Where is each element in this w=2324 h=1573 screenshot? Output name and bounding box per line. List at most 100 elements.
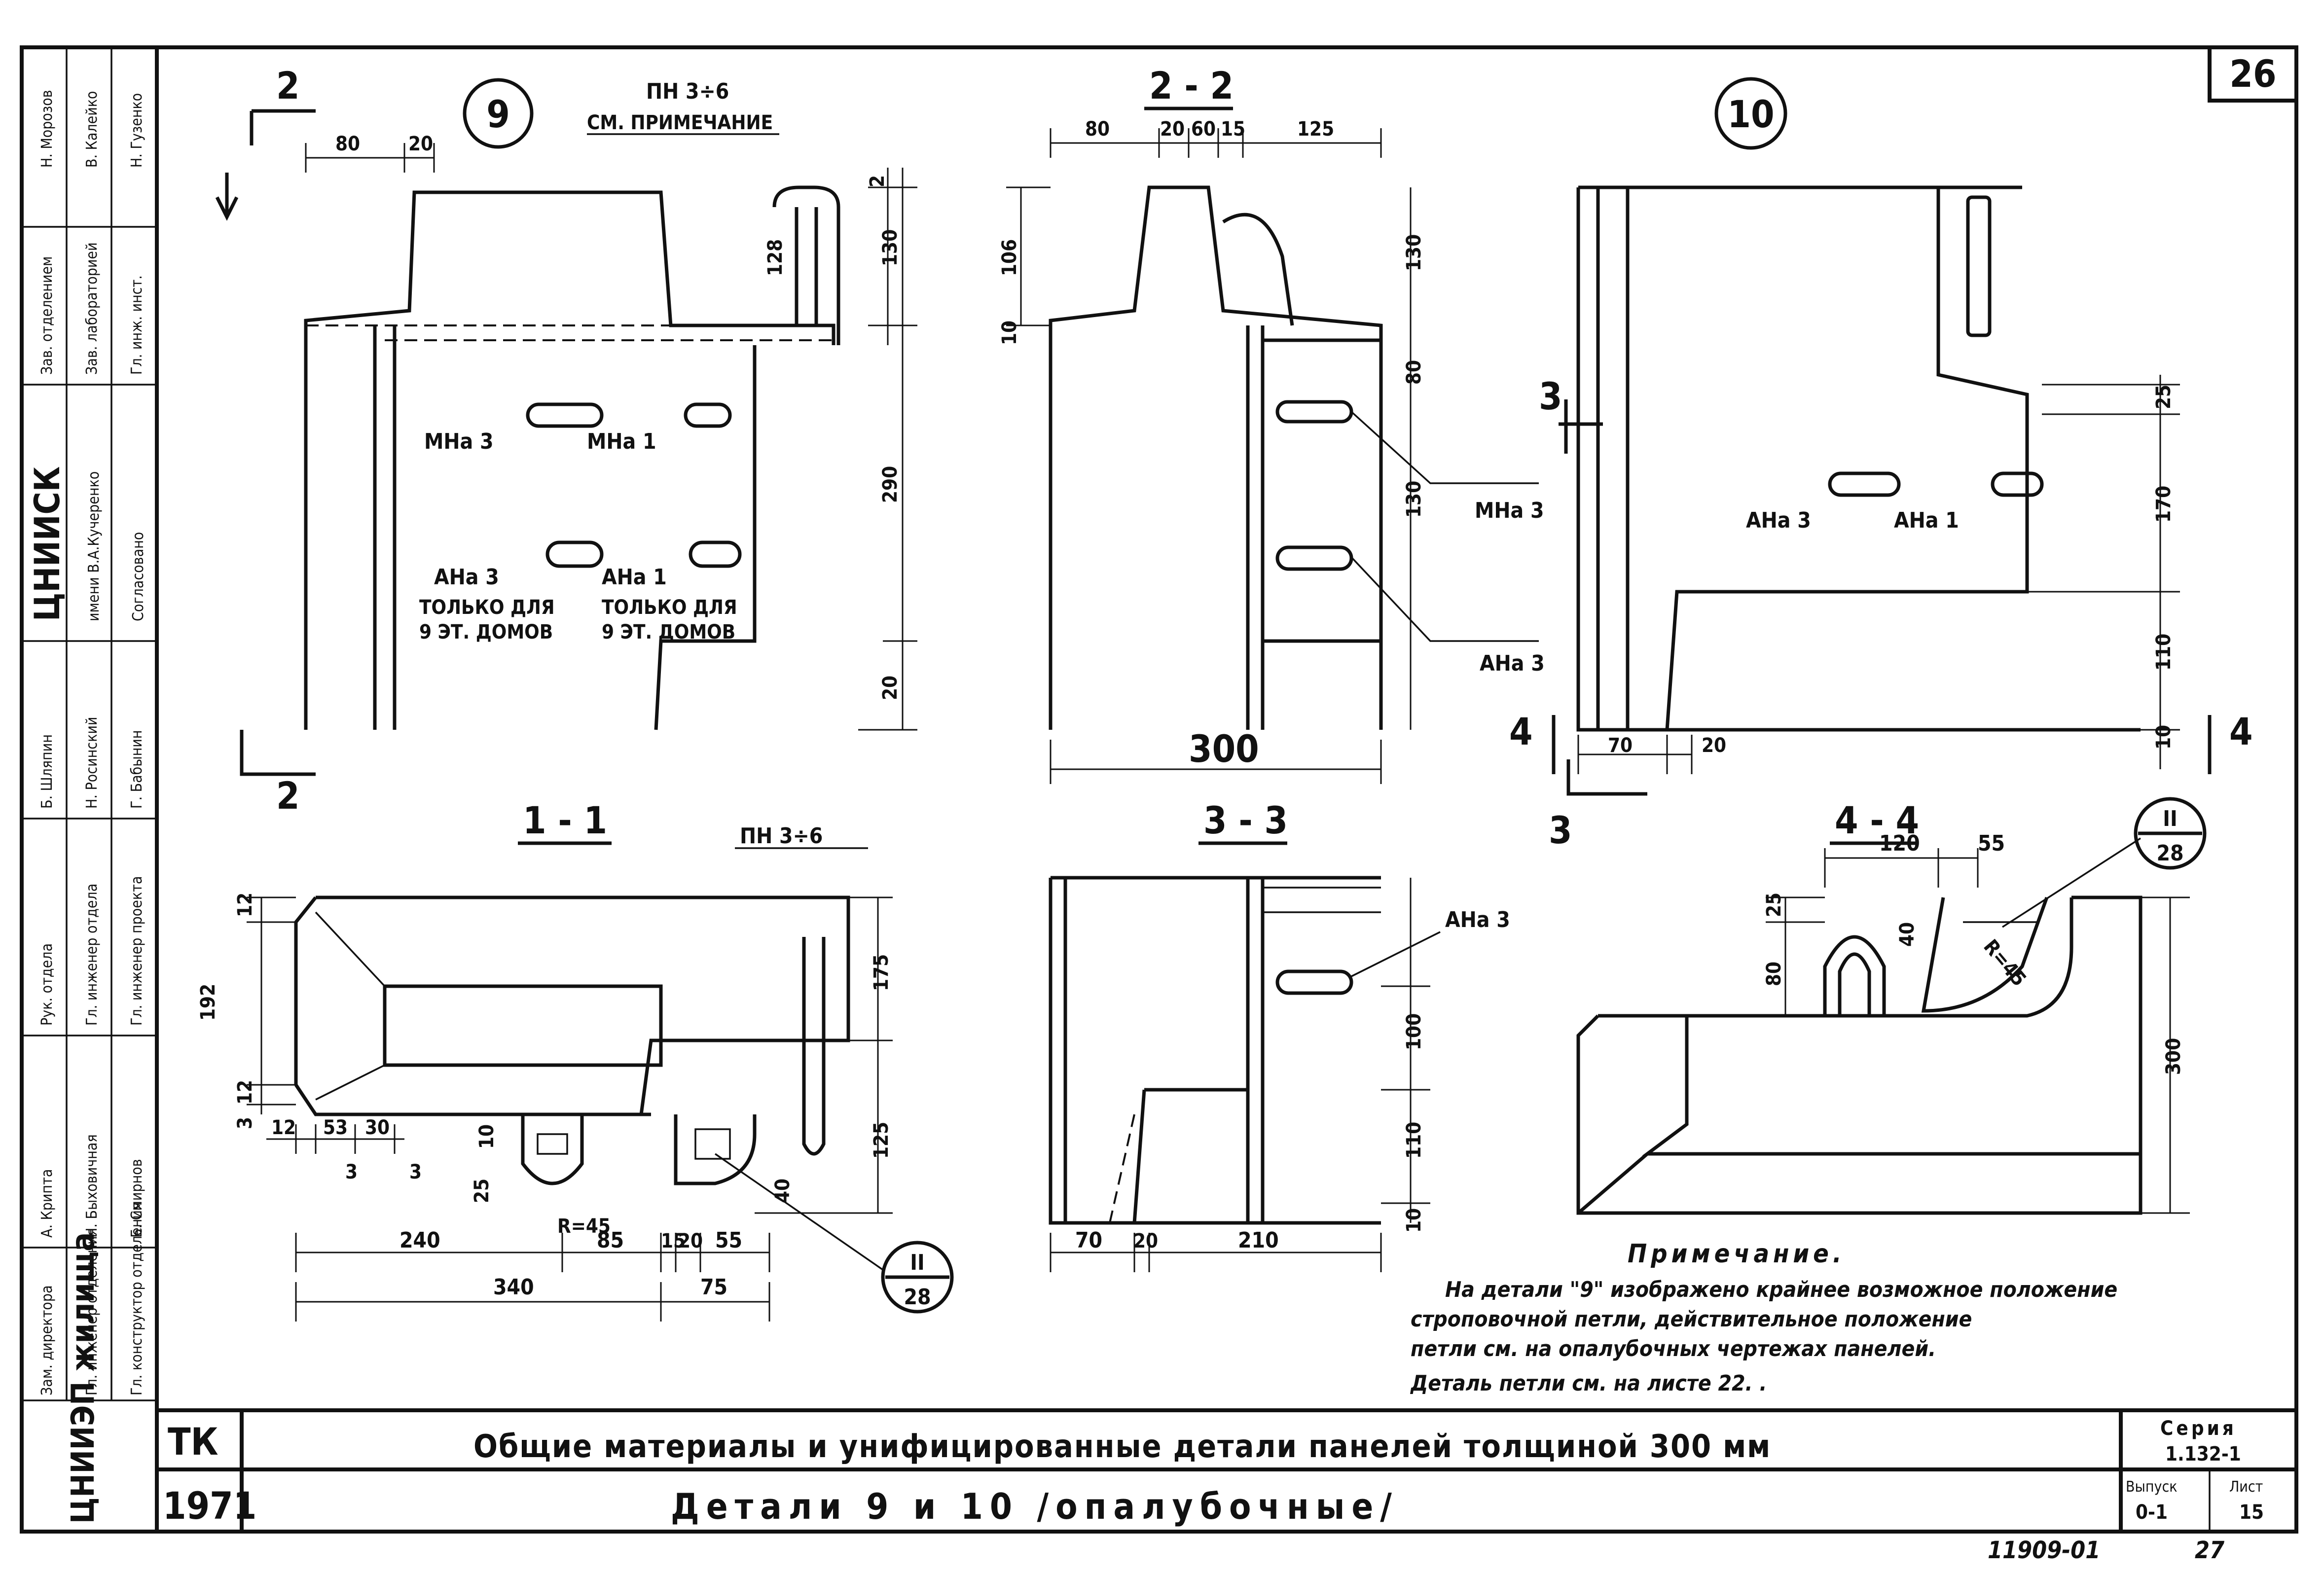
section-22-dim-130b: 130: [1403, 481, 1425, 518]
note-line-4: Деталь петли см. на листе 22. .: [1410, 1371, 1767, 1396]
stamp-name-2: В. Калейко: [83, 91, 101, 168]
stamp-role-4: Рук. отдела: [38, 943, 56, 1026]
detail-9-only-1b: ТОЛЬКО ДЛЯ: [602, 596, 737, 619]
detail-9-dim-130: 130: [879, 229, 902, 266]
title-tk: ТК: [168, 1420, 218, 1464]
section-11-dim-192: 192: [197, 984, 219, 1021]
section-44-dim-25: 25: [1763, 893, 1785, 917]
stamp-name-7: А. Крипта: [38, 1169, 56, 1238]
stamp-institute-sub: имени В.А.Кучеренко: [85, 471, 103, 621]
section-44-dim-40: 40: [1896, 922, 1919, 947]
title-line-2: Детали 9 и 10 /опалубочные/: [671, 1486, 1399, 1527]
detail-10-dim-20: 20: [1702, 734, 1726, 757]
section-11-dim-85: 85: [597, 1228, 624, 1253]
section-33-dim-210: 210: [1238, 1228, 1279, 1253]
section-11-dim-53: 53: [323, 1116, 348, 1139]
detail-9-dim-128: 128: [764, 239, 787, 276]
title-issue-label: Выпуск: [2126, 1478, 2178, 1496]
detail-9-mna1: МНа 1: [587, 429, 656, 454]
section-33-dim-70: 70: [1075, 1228, 1102, 1253]
stamp-role-5: Гл. инженер отдела: [83, 884, 101, 1026]
section-22-dim-60: 60: [1191, 118, 1216, 141]
detail-10-mark-3b: 3: [1549, 808, 1572, 852]
detail-10-dim-170: 170: [2152, 486, 2175, 523]
section-22-title: 2 - 2: [1149, 64, 1234, 107]
stamp-name-8: Н. Быховичная: [83, 1134, 101, 1238]
section-22-ana3: АНа 3: [1480, 651, 1545, 676]
detail-10-dim-110: 110: [2152, 634, 2175, 671]
detail-10-ana1: АНа 1: [1894, 508, 1959, 533]
stamp-role-7: Зам. директора: [38, 1286, 56, 1396]
detail-10-dim-10: 10: [2152, 725, 2175, 750]
title-year: 1971: [163, 1484, 256, 1528]
stamp-role-9: Гл. конструктор отделения: [128, 1202, 145, 1395]
note-block: Примечание. На детали "9" изображено кра…: [1410, 1239, 2117, 1396]
sheet-number: 26: [2229, 52, 2276, 96]
section-22-dim-106: 106: [998, 239, 1021, 276]
section-11-loop: ПН 3÷6: [740, 823, 823, 849]
section-11-ref-top: II: [910, 1250, 924, 1275]
section-33-ana3: АНа 3: [1445, 907, 1510, 932]
detail-9-cut-bottom: 2: [276, 774, 300, 818]
stamp-role-2: Зав. лабораторией: [83, 242, 101, 375]
detail-10-number: 10: [1727, 92, 1774, 136]
section-11-dim-12c: 12: [271, 1116, 296, 1139]
detail-9-ana1: АНа 1: [602, 565, 667, 590]
title-block: ТК 1971 Общие материалы и унифицированны…: [155, 1408, 2298, 1534]
stamp-name-6: Г. Бабынин: [128, 730, 145, 809]
stamp-name-4: Б. Шляпин: [38, 734, 56, 809]
section-22-dim-10: 10: [998, 321, 1021, 345]
section-11-dim-340: 340: [493, 1275, 534, 1300]
stamp-org: ЦНИИЭП жилища: [65, 1232, 102, 1524]
title-series-value: 1.132-1: [2165, 1443, 2241, 1466]
section-44-ref-top: II: [2163, 806, 2177, 831]
section-11-dim-3: 3: [234, 1117, 256, 1129]
detail-9-number: 9: [486, 92, 510, 136]
detail-10-mark-4a: 4: [1509, 710, 1533, 753]
section-44-title: 4 - 4: [1835, 798, 1919, 842]
detail-10-ana3: АНа 3: [1746, 508, 1811, 533]
detail-9-dim-20: 20: [408, 133, 433, 155]
bottom-code: 11909-01: [1988, 1537, 2100, 1564]
side-stamp: ЦНИИСК имени В.А.Кучеренко Согласовано З…: [22, 47, 157, 1524]
section-33-dim-20: 20: [1133, 1230, 1158, 1252]
section-11-ref-bottom: 28: [904, 1285, 931, 1310]
section-33-dim-100: 100: [1403, 1013, 1425, 1050]
section-22-dim-15: 15: [1221, 118, 1245, 141]
section-11-dim-20: 20: [678, 1230, 703, 1252]
section-33-dim-110: 110: [1403, 1122, 1425, 1159]
section-11-dim-12b: 12: [234, 1080, 256, 1105]
detail-9-loop-note: СМ. ПРИМЕЧАНИЕ: [587, 111, 773, 134]
detail-9-mna3: МНа 3: [424, 429, 494, 454]
section-3-3: 3 - 3 АНа 3 100 110 10 70 20 210: [1049, 798, 1510, 1272]
section-11-dim-55: 55: [715, 1228, 742, 1253]
section-22-mna3: МНа 3: [1475, 498, 1544, 523]
stamp-role-8: Гл. инженер отделения: [83, 1228, 101, 1395]
section-22-width: 300: [1189, 727, 1259, 771]
detail-10-mark-3a: 3: [1539, 374, 1562, 418]
section-11-dim-40: 40: [771, 1179, 794, 1203]
section-11-dim-125: 125: [870, 1122, 893, 1159]
detail-10: 10 АНа 3 АНа 1 25 170 110 10 70 20 3 3 4…: [1509, 77, 2253, 852]
section-11-dim-3b: 3: [409, 1161, 422, 1183]
stamp-role-1: Зав. отделением: [38, 256, 56, 375]
stamp-name-5: Н. Росинский: [83, 717, 101, 809]
section-22-dim-130: 130: [1403, 234, 1425, 271]
section-2-2: 2 - 2 80 20 60 15 125 МНа 3 АНа 3 106 10…: [998, 64, 1545, 784]
section-11-dim-240: 240: [399, 1228, 440, 1253]
note-heading: Примечание.: [1628, 1239, 1846, 1269]
stamp-name-1: Н. Морозов: [38, 90, 56, 168]
detail-9-ana3: АНа 3: [434, 565, 499, 590]
section-11-dim-30: 30: [365, 1116, 390, 1139]
detail-9: 9 ПН 3÷6 СМ. ПРИМЕЧАНИЕ 2 2 МНа 3 МНа 1 …: [215, 64, 917, 818]
section-44-dim-80: 80: [1763, 962, 1785, 986]
section-11-dim-12a: 12: [234, 893, 256, 917]
note-line-1: На детали "9" изображено крайнее возможн…: [1445, 1277, 2117, 1302]
detail-9-only-2b: 9 ЭТ. ДОМОВ: [602, 621, 735, 644]
section-22-dim-80: 80: [1085, 118, 1110, 141]
section-11-title: 1 - 1: [523, 798, 607, 842]
stamp-institute: ЦНИИСК: [27, 466, 68, 621]
section-11-dim-75: 75: [700, 1275, 727, 1300]
section-44-ref-bottom: 28: [2156, 841, 2183, 866]
